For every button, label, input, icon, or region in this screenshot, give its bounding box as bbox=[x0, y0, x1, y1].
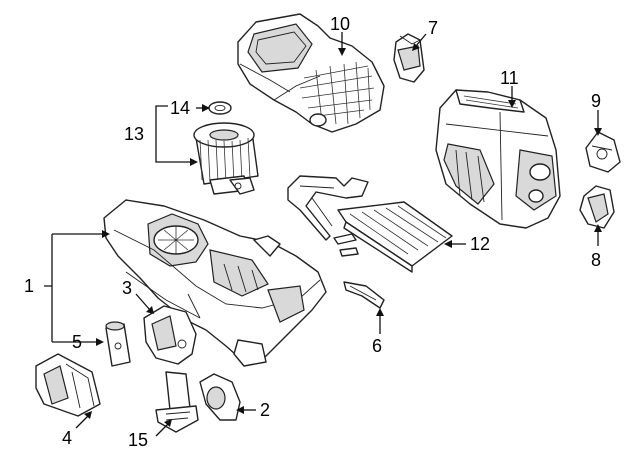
part-8-actuator bbox=[579, 185, 615, 229]
part-4-cabin-filter bbox=[35, 353, 101, 417]
part-15-resistor bbox=[155, 371, 199, 433]
part-1-hvac-case bbox=[103, 199, 327, 367]
callout-11: 11 bbox=[500, 68, 519, 88]
part-11-evaporator-housing bbox=[435, 89, 561, 229]
callout-9: 9 bbox=[591, 91, 601, 111]
callout-4: 4 bbox=[62, 428, 72, 448]
part-10-upper-housing bbox=[237, 13, 385, 133]
leader-lines bbox=[44, 32, 602, 437]
part-2-cover bbox=[199, 373, 241, 421]
part-14-ring bbox=[208, 101, 232, 115]
part-9-bracket bbox=[585, 131, 621, 173]
part-6-clip bbox=[343, 281, 385, 309]
part-3-seal bbox=[143, 305, 197, 365]
callout-5: 5 bbox=[72, 332, 82, 352]
part-13-blower-motor bbox=[193, 122, 259, 195]
callout-1: 1 bbox=[24, 276, 34, 296]
callout-14: 14 bbox=[170, 98, 190, 118]
callout-6: 6 bbox=[372, 336, 382, 356]
callout-2: 2 bbox=[260, 400, 270, 420]
callout-3: 3 bbox=[122, 278, 132, 298]
part-5-expansion-valve bbox=[105, 321, 131, 367]
callout-12: 12 bbox=[470, 234, 490, 254]
callout-15: 15 bbox=[128, 430, 148, 450]
callout-7: 7 bbox=[428, 18, 438, 38]
callout-8: 8 bbox=[591, 250, 601, 270]
callout-13: 13 bbox=[124, 124, 144, 144]
callout-10: 10 bbox=[330, 14, 350, 34]
part-12-heater-core bbox=[287, 175, 453, 273]
